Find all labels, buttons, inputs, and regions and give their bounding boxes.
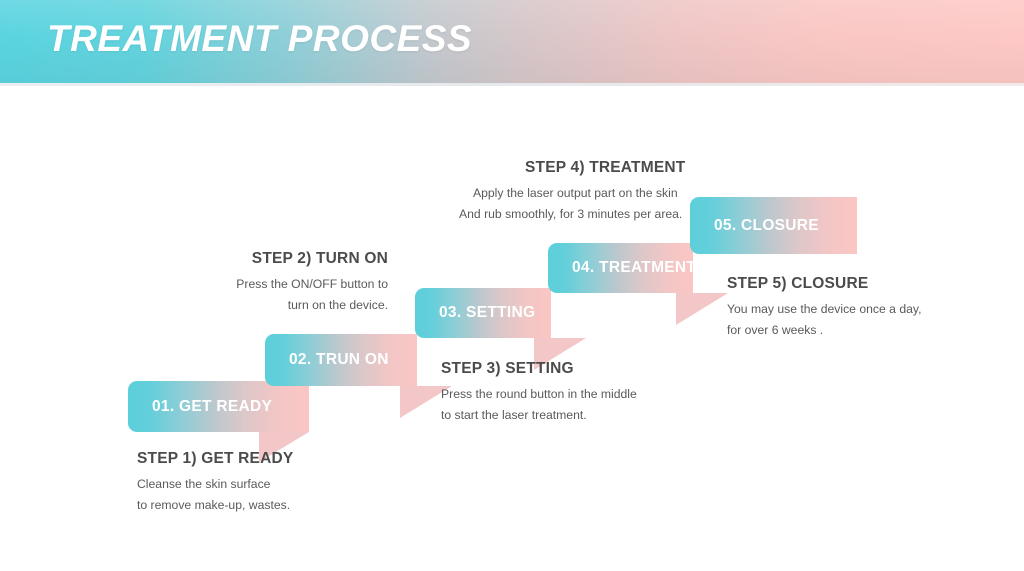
step-caption-line-5-1: You may use the device once a day, [727, 302, 922, 316]
step-caption-line-2-2: turn on the device. [287, 297, 388, 312]
step-banner-5[interactable]: 05. CLOSURE [690, 197, 857, 254]
step-banner-1[interactable]: 01. GET READY [128, 381, 309, 432]
step-banner-label-1: 01. GET READY [152, 397, 273, 415]
step-caption-line-2-1: Press the ON/OFF button to [236, 277, 388, 291]
step-caption-line-4-1: Apply the laser output part on the skin [473, 186, 678, 200]
step-caption-title-3: STEP 3) SETTING [441, 360, 574, 377]
fold-shadow-step-3-right [534, 338, 586, 370]
step-caption-line-3-2: to start the laser treatment. [441, 407, 587, 422]
step-caption-5: STEP 5) CLOSURE You may use the device o… [727, 275, 1024, 340]
step-caption-3: STEP 3) SETTING Press the round button i… [441, 360, 771, 425]
fold-shadow-step-1 [259, 432, 309, 462]
step-banner-label-2: 02. TRUN ON [289, 351, 389, 368]
step-caption-4: STEP 4) TREATMENT Apply the laser output… [459, 159, 859, 224]
step-caption-title-5: STEP 5) CLOSURE [727, 275, 869, 292]
step-caption-line-4-2: And rub smoothly, for 3 minutes per area… [459, 206, 683, 221]
header-bar: TREATMENT PROCESS [0, 0, 1024, 83]
step-caption-line-3-1: Press the round button in the middle [441, 387, 637, 401]
step-banner-4[interactable]: 04. TREATMENT [548, 243, 697, 293]
step-caption-title-2: STEP 2) TURN ON [251, 250, 388, 267]
step-caption-title-4: STEP 4) TREATMENT [525, 159, 686, 176]
step-caption-title-1: STEP 1) GET READY [137, 450, 294, 467]
step-caption-line-1-1: Cleanse the skin surface [137, 477, 271, 491]
step-caption-line-5-2: for over 6 weeks . [727, 322, 824, 337]
step-banner-label-4: 04. TREATMENT [572, 259, 697, 276]
fold-shadow-step-2-right [400, 386, 452, 418]
step-caption-1: STEP 1) GET READY Cleanse the skin surfa… [137, 450, 437, 515]
step-caption-2: STEP 2) TURN ON Press the ON/OFF button … [125, 250, 388, 315]
step-banner-label-5: 05. CLOSURE [714, 216, 819, 234]
step-banner-label-3: 03. SETTING [439, 304, 536, 321]
header-divider [0, 83, 1024, 86]
step-banner-3[interactable]: 03. SETTING [415, 288, 551, 338]
step-caption-line-1-2: to remove make-up, wastes. [137, 497, 291, 512]
fold-shadow-step-4-right [676, 293, 728, 325]
page-title: TREATMENT PROCESS [47, 18, 473, 59]
step-banner-2[interactable]: 02. TRUN ON [265, 334, 417, 386]
